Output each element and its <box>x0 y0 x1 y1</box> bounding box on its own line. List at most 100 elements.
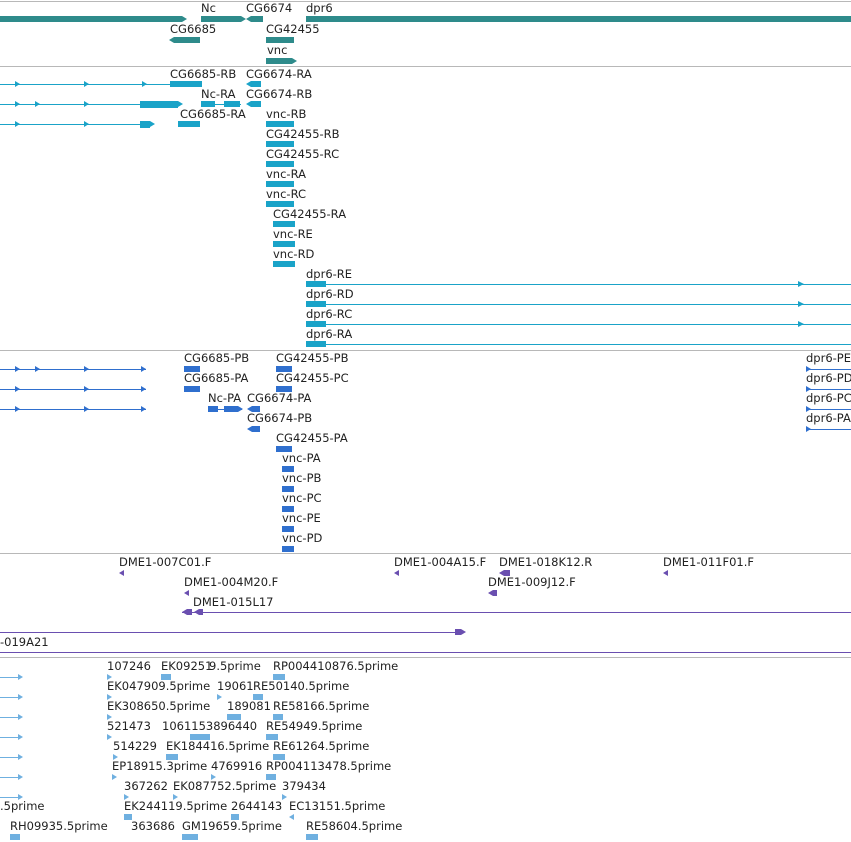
transcript-label-cg42455-rc[interactable]: CG42455-RC <box>266 147 340 161</box>
clone-label-dme1-004m20-f[interactable]: DME1-004M20.F <box>184 575 279 589</box>
transcript-glyph-dpr6-ra[interactable] <box>306 341 326 347</box>
est-label[interactable]: RP004113478.5prime <box>266 759 392 773</box>
est-glyph[interactable] <box>273 714 283 720</box>
transcript-exon[interactable] <box>140 101 178 108</box>
est-glyph[interactable] <box>190 734 210 740</box>
est-glyph[interactable] <box>217 694 222 700</box>
gene-label-vnc[interactable]: vnc <box>267 43 288 57</box>
transcript-glyph-dpr6-rd[interactable] <box>306 301 326 307</box>
protein-label-cg42455-pb[interactable]: CG42455-PB <box>276 351 349 365</box>
protein-glyph-vnc-pa[interactable] <box>282 466 294 472</box>
est-glyph[interactable] <box>231 814 239 820</box>
protein-label-dpr6-pd[interactable]: dpr6-PD <box>806 371 851 385</box>
clone-glyph[interactable] <box>184 590 189 596</box>
transcript-glyph-cg42455-rb[interactable] <box>266 141 294 147</box>
protein-label-cg6674-pa[interactable]: CG6674-PA <box>247 391 312 405</box>
transcript-label-cg42455-rb[interactable]: CG42455-RB <box>266 127 340 141</box>
est-label[interactable]: 2644143 <box>231 799 283 813</box>
clone-glyph[interactable] <box>455 629 461 635</box>
protein-label-cg42455-pc[interactable]: CG42455-PC <box>276 371 349 385</box>
est-label[interactable]: RE50140.5prime <box>253 679 350 693</box>
est-glyph[interactable] <box>227 714 241 720</box>
transcript-label-cg6674-rb[interactable]: CG6674-RB <box>246 87 313 101</box>
clone-glyph[interactable] <box>493 590 497 596</box>
gene-glyph-vnc[interactable] <box>266 58 292 64</box>
est-label[interactable]: 363686 <box>131 819 175 833</box>
est-label[interactable]: RH09935.5prime <box>10 819 108 833</box>
protein-label-vnc-pb[interactable]: vnc-PB <box>282 471 322 485</box>
transcript-glyph-vnc-re[interactable] <box>273 241 295 247</box>
transcript-label-cg6674-ra[interactable]: CG6674-RA <box>246 67 312 81</box>
clone-label-dme1-018k12-r[interactable]: DME1-018K12.R <box>499 555 593 569</box>
transcript-glyph-cg6685-ra[interactable] <box>178 121 200 127</box>
transcript-glyph-cg42455-rc[interactable] <box>266 161 294 167</box>
protein-label-cg6685-pb[interactable]: CG6685-PB <box>184 351 250 365</box>
est-label[interactable]: EK244119.5prime <box>124 799 228 813</box>
est-label[interactable]: RE58604.5prime <box>306 819 403 833</box>
protein-glyph-cg42455-pc[interactable] <box>276 386 292 392</box>
transcript-glyph-vnc-rd[interactable] <box>273 261 295 267</box>
gene-glyph-cg42455[interactable] <box>266 37 294 43</box>
est-glyph[interactable] <box>266 774 276 780</box>
est-glyph[interactable] <box>107 714 112 720</box>
est-glyph[interactable] <box>306 834 318 840</box>
clone-glyph[interactable] <box>663 570 668 576</box>
transcript-exon[interactable] <box>224 101 240 107</box>
est-label[interactable]: 9.5prime <box>209 659 261 673</box>
clone-exon[interactable] <box>199 609 203 615</box>
protein-glyph-nc-pa[interactable] <box>208 406 218 412</box>
gene-glyph-dpr6[interactable] <box>306 16 851 22</box>
clone-label-dme1-007c01-f[interactable]: DME1-007C01.F <box>119 555 212 569</box>
transcript-label-vnc-rd[interactable]: vnc-RD <box>273 247 315 261</box>
est-label[interactable]: RE61264.5prime <box>273 739 370 753</box>
est-glyph[interactable] <box>253 694 263 700</box>
est-glyph[interactable] <box>166 754 178 760</box>
transcript-label-cg6685-rb[interactable]: CG6685-RB <box>170 67 237 81</box>
clone-label-dme1-015l17[interactable]: DME1-015L17 <box>193 595 274 609</box>
est-glyph[interactable] <box>124 814 132 820</box>
protein-label-dpr6-pa[interactable]: dpr6-PA <box>806 411 851 425</box>
gene-glyph-cg6685[interactable] <box>174 37 200 43</box>
est-glyph[interactable] <box>273 754 285 760</box>
est-label[interactable]: EK184416.5prime <box>166 739 270 753</box>
protein-glyph-cg42455-pa[interactable] <box>276 446 292 452</box>
est-label[interactable]: 1061153896440 <box>162 719 258 733</box>
transcript-glyph-cg6685-rb[interactable] <box>170 81 202 87</box>
est-glyph[interactable] <box>182 834 198 840</box>
protein-glyph-cg6685-pa[interactable] <box>184 386 200 392</box>
est-glyph[interactable] <box>124 794 129 800</box>
est-glyph[interactable] <box>273 674 285 680</box>
transcript-label-vnc-rc[interactable]: vnc-RC <box>266 187 307 201</box>
protein-glyph-cg42455-pb[interactable] <box>276 366 292 372</box>
gene-label-cg6685[interactable]: CG6685 <box>170 22 217 36</box>
est-label[interactable]: RE58166.5prime <box>273 699 370 713</box>
est-label[interactable]: EK087752.5prime <box>173 779 277 793</box>
est-label[interactable]: .5prime <box>0 799 45 813</box>
protein-glyph-vnc-pc[interactable] <box>282 506 294 512</box>
gene-label-nc[interactable]: Nc <box>201 1 216 15</box>
gene-glyph-nc[interactable] <box>201 16 241 22</box>
protein-label-dpr6-pc[interactable]: dpr6-PC <box>806 391 851 405</box>
protein-glyph-vnc-pd[interactable] <box>282 546 294 552</box>
transcript-label-vnc-rb[interactable]: vnc-RB <box>266 107 307 121</box>
transcript-glyph-vnc-ra[interactable] <box>266 181 294 187</box>
est-label[interactable]: 189081 <box>227 699 271 713</box>
protein-label-nc-pa[interactable]: Nc-PA <box>208 391 242 405</box>
est-label[interactable]: 379434 <box>282 779 326 793</box>
est-glyph[interactable] <box>289 814 294 820</box>
est-glyph[interactable] <box>211 774 216 780</box>
est-label[interactable]: EK09251 <box>161 659 213 673</box>
est-glyph[interactable] <box>10 834 20 840</box>
protein-label-dpr6-pe[interactable]: dpr6-PE <box>806 351 851 365</box>
transcript-glyph-cg42455-ra[interactable] <box>273 221 295 227</box>
gene-label-dpr6[interactable]: dpr6 <box>306 1 333 15</box>
protein-label-vnc-pc[interactable]: vnc-PC <box>282 491 322 505</box>
est-label[interactable]: RP004410876.5prime <box>273 659 399 673</box>
est-label[interactable]: 514229 <box>113 739 157 753</box>
est-label[interactable]: EK308650.5prime <box>107 699 211 713</box>
est-label[interactable]: GM19659.5prime <box>182 819 282 833</box>
protein-label-cg42455-pa[interactable]: CG42455-PA <box>276 431 348 445</box>
gene-glyph-left[interactable] <box>0 16 182 22</box>
est-label[interactable]: 4769916 <box>211 759 263 773</box>
